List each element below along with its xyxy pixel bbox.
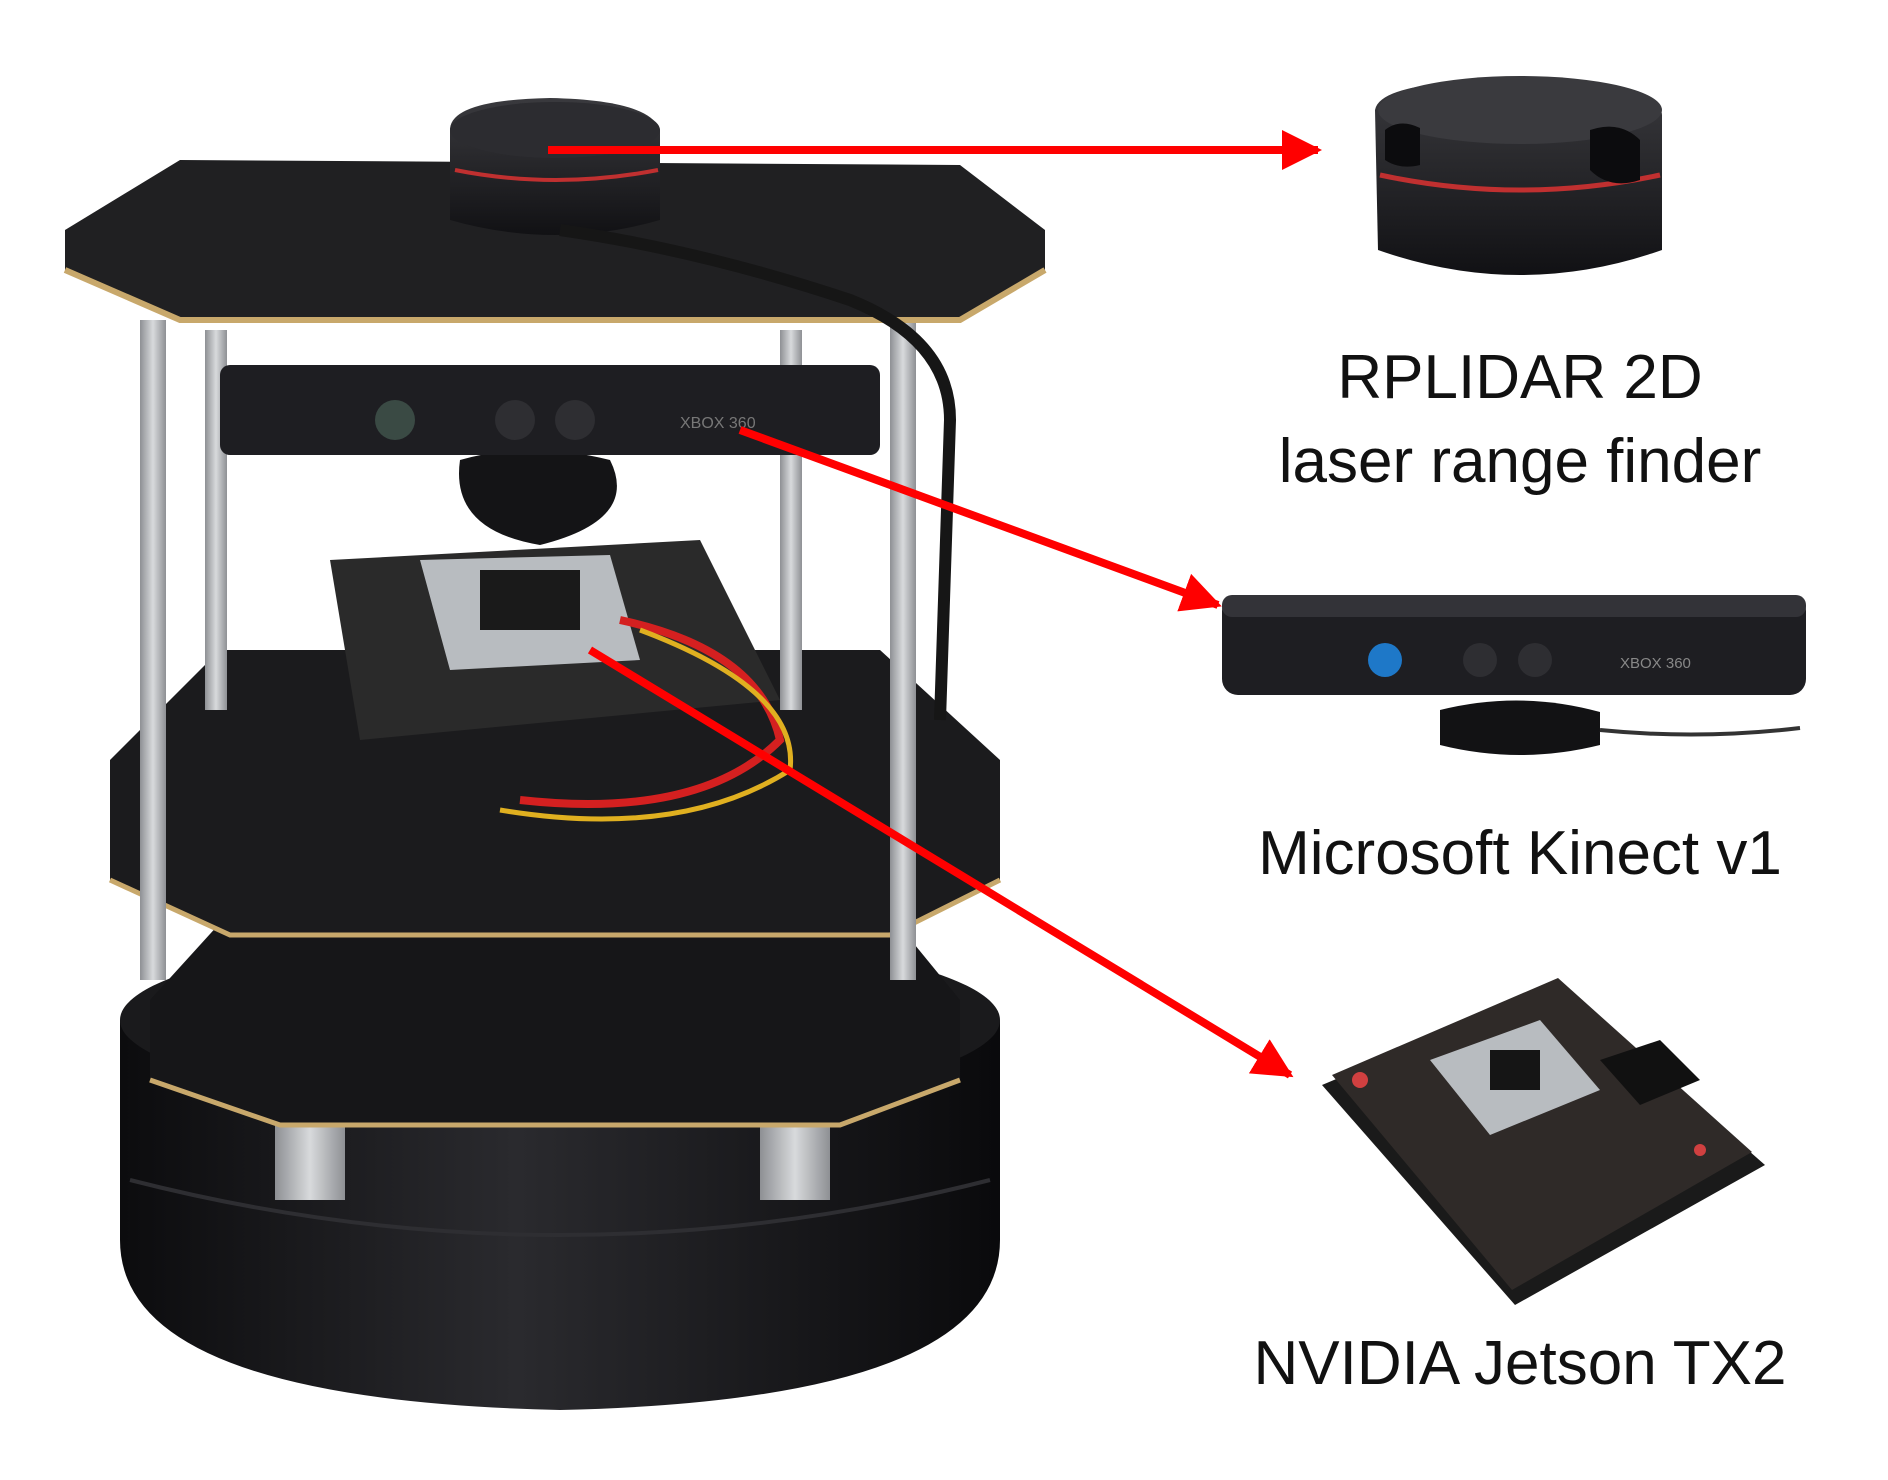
arrow-kinect	[738, 426, 1222, 612]
post-front-left	[140, 320, 166, 980]
robot-lidar	[450, 98, 957, 721]
middle-plate-edge	[108, 877, 1002, 938]
base-seam	[129, 1178, 991, 1237]
svg-text:XBOX 360: XBOX 360	[680, 415, 756, 432]
jetson-board-icon	[1322, 978, 1765, 1305]
top-plate-edge	[63, 267, 1047, 323]
label-rplidar-line1: RPLIDAR 2D	[1337, 343, 1703, 412]
lower-plate-edge	[149, 1077, 961, 1128]
arrow-jetson	[587, 646, 1294, 1079]
robot-jetson-board	[330, 540, 794, 822]
svg-text:XBOX 360: XBOX 360	[1620, 655, 1691, 672]
lower-plate	[150, 890, 960, 1125]
kinect-camera-icon: XBOX 360	[1222, 595, 1806, 755]
post-front-right	[890, 320, 916, 980]
robot-kinect: XBOX 360	[220, 365, 880, 545]
label-kinect: Microsoft Kinect v1	[1258, 819, 1782, 888]
label-jetson: NVIDIA Jetson TX2	[1253, 1329, 1787, 1398]
turtlebot-robot-icon: XBOX 360	[63, 98, 1047, 1410]
label-rplidar-line2: laser range finder	[1278, 427, 1762, 496]
rplidar-sensor-icon	[1375, 76, 1662, 275]
label-rplidar: RPLIDAR 2D laser range finder	[1190, 336, 1850, 504]
